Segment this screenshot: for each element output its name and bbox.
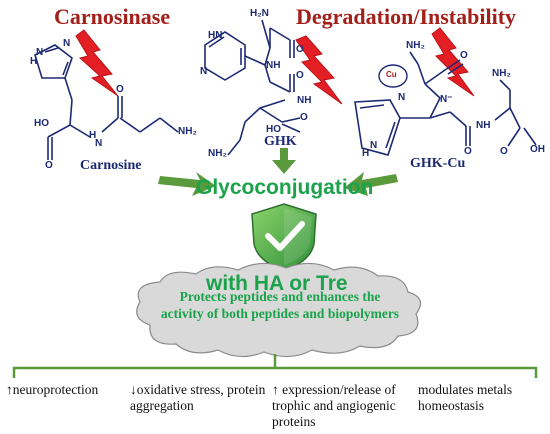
carnosinase-title: Carnosinase (54, 4, 171, 29)
atom-label: NH (266, 60, 281, 71)
degradation-title: Degradation/Instability (296, 4, 517, 29)
cloud-shape (136, 262, 422, 358)
atom-label: NH (476, 120, 491, 131)
atom-label: NH₂ (178, 126, 197, 137)
atom-label: N (200, 66, 208, 77)
atom-label: H (30, 56, 38, 67)
effects-bracket (12, 354, 538, 378)
arrow-ghk-to-glyco (272, 148, 296, 174)
atom-label: O (300, 112, 308, 123)
effect-trophic-proteins: ↑ expression/release of trophic and angi… (272, 382, 407, 430)
carnosine-structure (34, 44, 179, 160)
ghkcu-structure (354, 51, 537, 156)
atom-label: N (95, 138, 103, 149)
up-arrow-icon: ↑ (6, 382, 13, 397)
atom-label: O (464, 146, 472, 157)
atom-label: H (362, 148, 370, 159)
atom-label: HO (266, 124, 281, 135)
arrow-ghkcu-to-glyco (344, 172, 398, 196)
lightning-icon (431, 27, 475, 97)
effect-text: expression/release of trophic and angiog… (272, 382, 396, 429)
ghkcu-label: GHK-Cu (410, 156, 466, 171)
atom-label: O (460, 50, 468, 61)
atom-label: O (116, 84, 124, 95)
atom-label: N (36, 47, 44, 58)
effect-text: oxidative stress, protein aggregation (130, 382, 266, 413)
shield-check-icon (251, 203, 317, 271)
atom-label: N⁻ (440, 94, 453, 105)
effect-neuroprotection: ↑neuroprotection (6, 382, 116, 398)
atom-label: NH (297, 95, 312, 106)
effect-metals-homeostasis: modulates metals homeostasis (418, 382, 546, 414)
atom-label: O (500, 146, 508, 157)
atom-label: NH₂ (208, 148, 227, 159)
lightning-icon (295, 35, 343, 105)
effect-oxidative-stress: ↓oxidative stress, protein aggregation (130, 382, 270, 414)
cu-atom-label: Cu (386, 70, 397, 79)
atom-label: HO (34, 118, 49, 129)
up-arrow-icon: ↑ (272, 382, 279, 397)
effect-text: modulates metals homeostasis (418, 382, 513, 413)
with-ha-tre-label: with HA or Tre (206, 272, 348, 295)
down-arrow-icon: ↓ (130, 382, 137, 397)
cloud-text: Protects peptides and enhances the activ… (160, 289, 400, 321)
atom-label: O (296, 44, 304, 55)
atom-label: N (370, 140, 378, 151)
atom-label: H₂N (250, 8, 269, 19)
glycoconjugation-label: Glycoconjugation (196, 176, 374, 199)
arrow-carnosine-to-glyco (158, 172, 216, 196)
carnosine-label: Carnosine (80, 158, 142, 173)
lightning-icon (75, 29, 119, 97)
atom-label: NH₂ (492, 68, 511, 79)
effect-text: neuroprotection (12, 382, 99, 397)
atom-label: HN (208, 30, 223, 41)
atom-label: N (398, 92, 406, 103)
atom-label: NH₂ (406, 40, 425, 51)
atom-label: O (296, 70, 304, 81)
ghk-structure (204, 19, 301, 156)
atom-label: H (89, 130, 97, 141)
ghk-label: GHK (264, 134, 297, 149)
atom-label: O (45, 160, 53, 171)
atom-label: OH (530, 144, 545, 155)
atom-label: N (63, 38, 71, 49)
